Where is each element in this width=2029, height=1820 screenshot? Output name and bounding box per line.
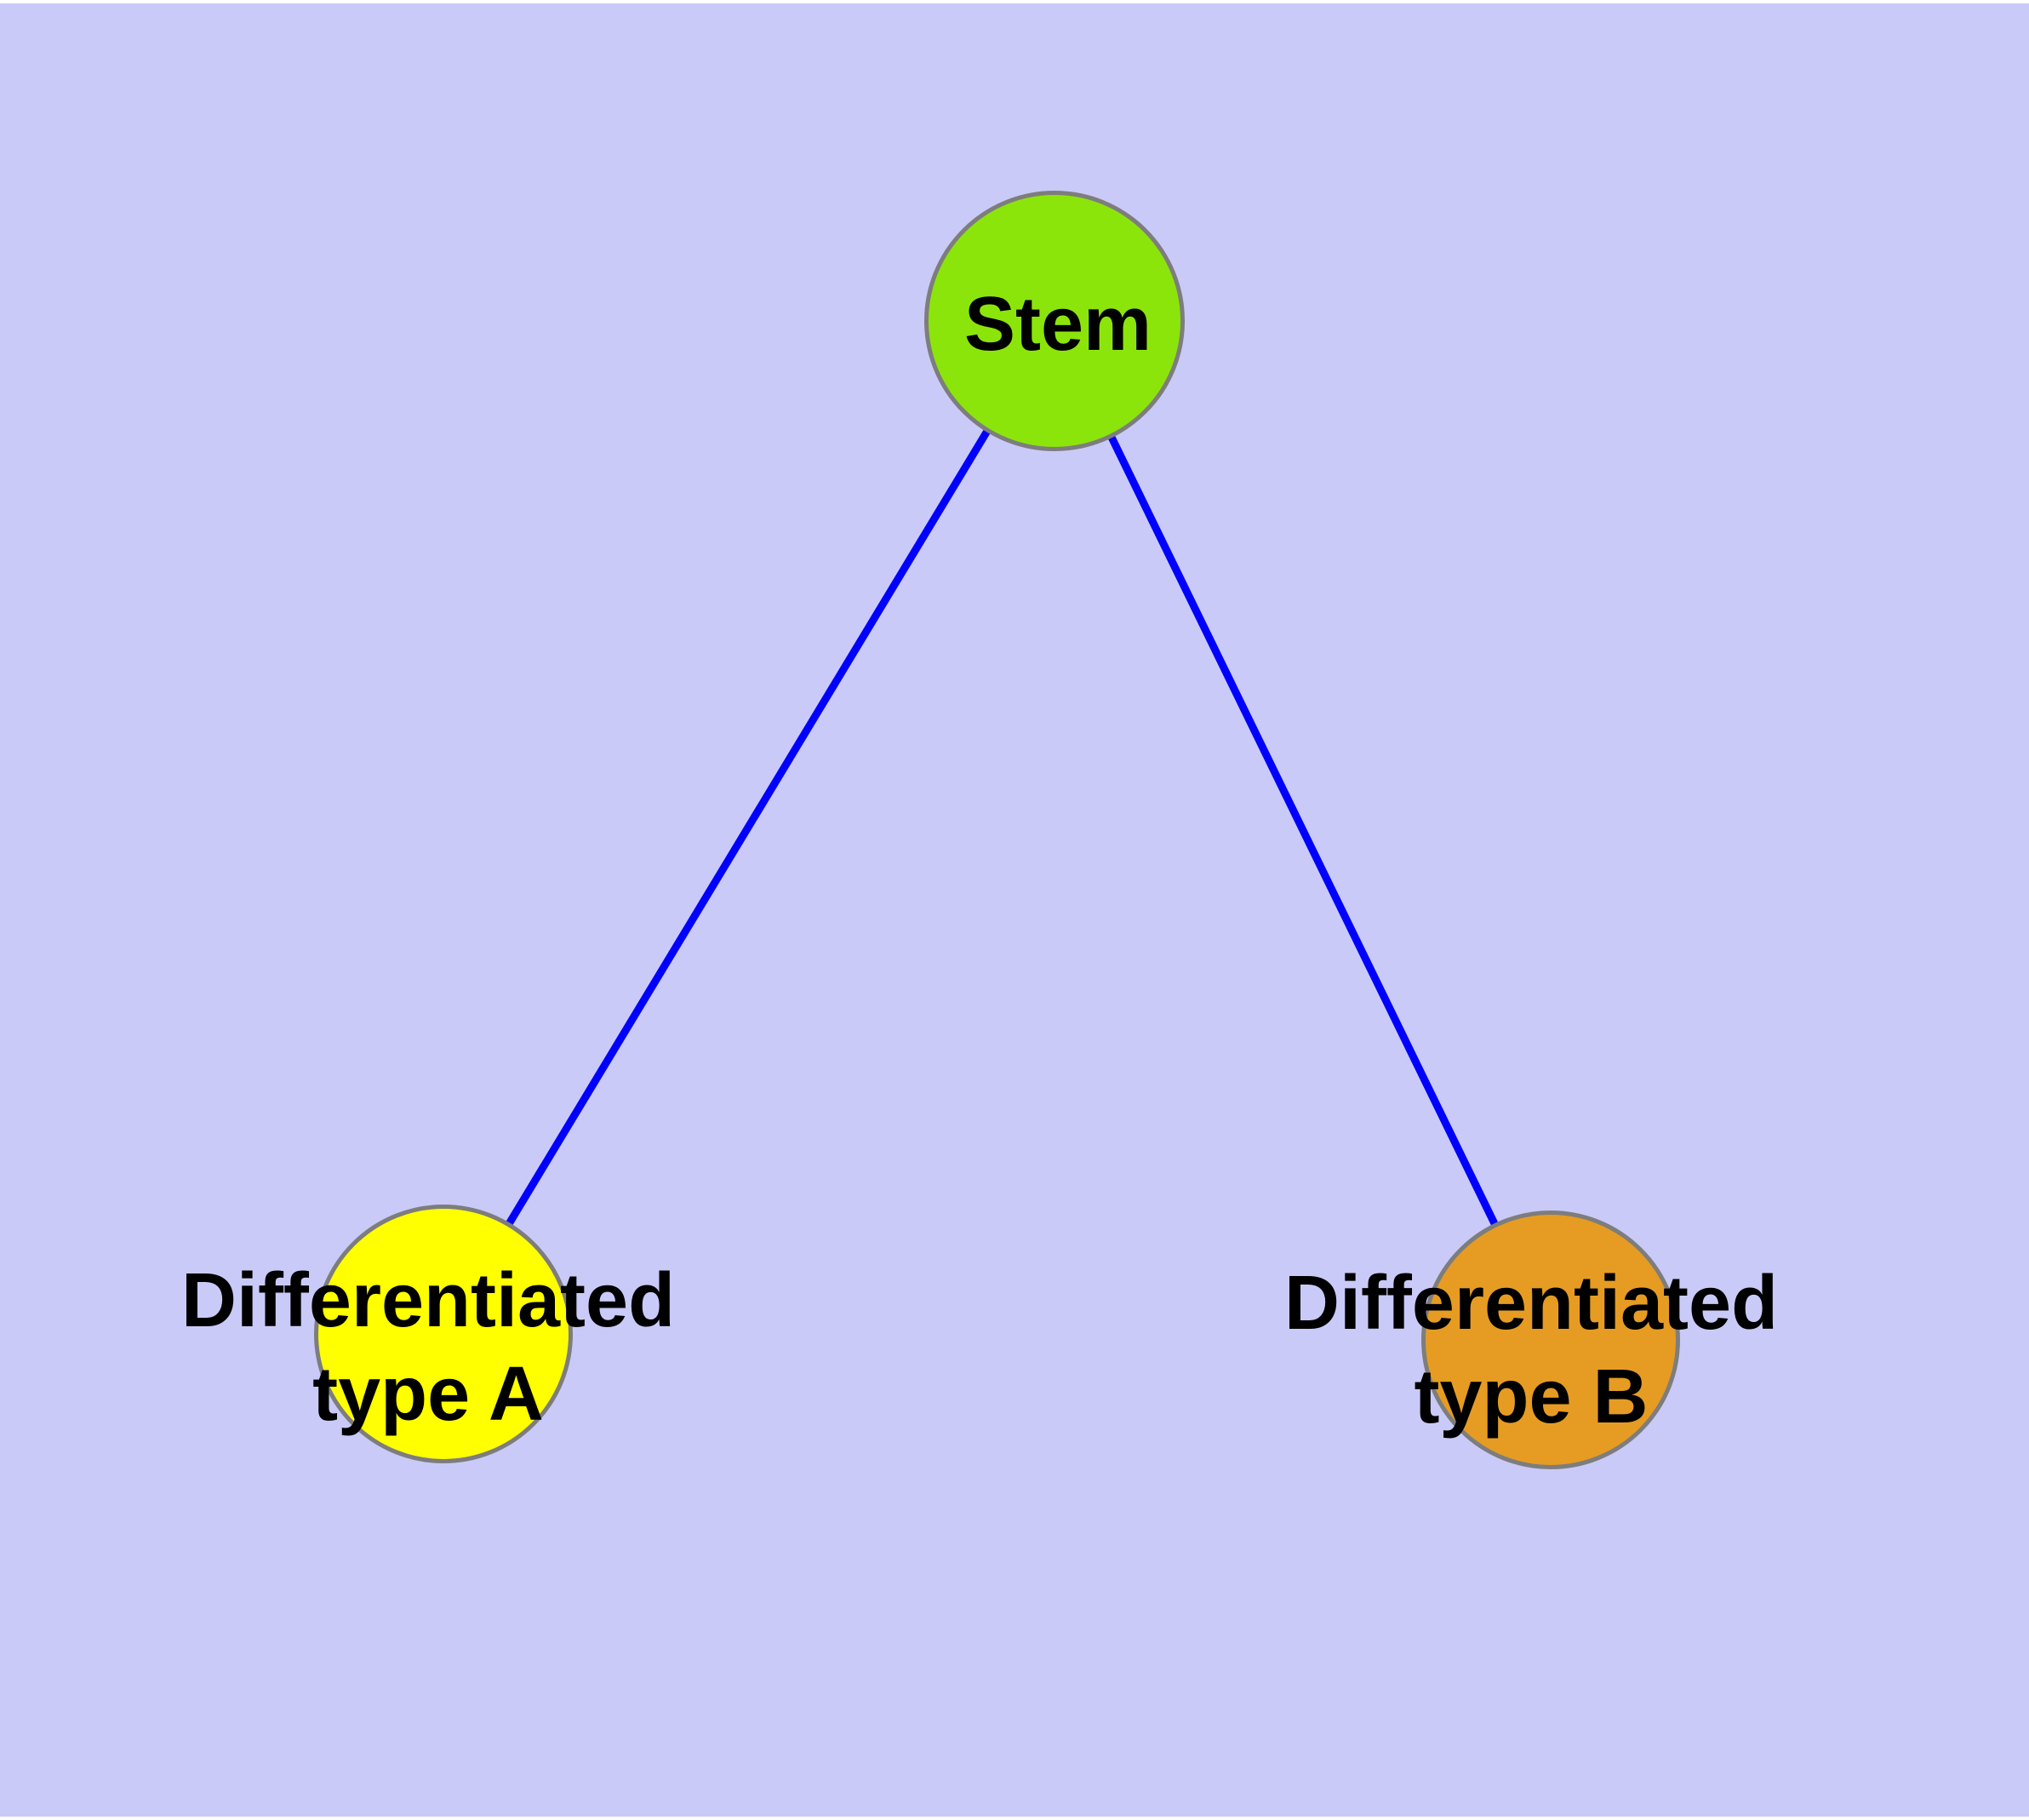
node-label-differentiated-type-b-line-1: Differentiated: [1283, 1261, 1779, 1346]
edges-layer: [442, 318, 1552, 1337]
node-differentiated-type-a: [314, 1205, 573, 1463]
node-label-stem: Stem: [964, 278, 1152, 371]
node-differentiated-type-b: [1421, 1210, 1680, 1469]
node-label-differentiated-type-b-line-2: type B: [1414, 1354, 1649, 1439]
node-label-stem-line-1: Stem: [963, 282, 1152, 367]
edge-stem-differentiated-type-b: [1050, 318, 1552, 1337]
edge-stem-differentiated-type-a: [442, 318, 1058, 1331]
node-stem: [924, 191, 1185, 451]
node-label-differentiated-type-a: Differentiated type A: [181, 1254, 675, 1441]
node-label-differentiated-type-a-line-2: type A: [312, 1352, 544, 1437]
node-label-differentiated-type-a-line-1: Differentiated: [180, 1258, 676, 1343]
